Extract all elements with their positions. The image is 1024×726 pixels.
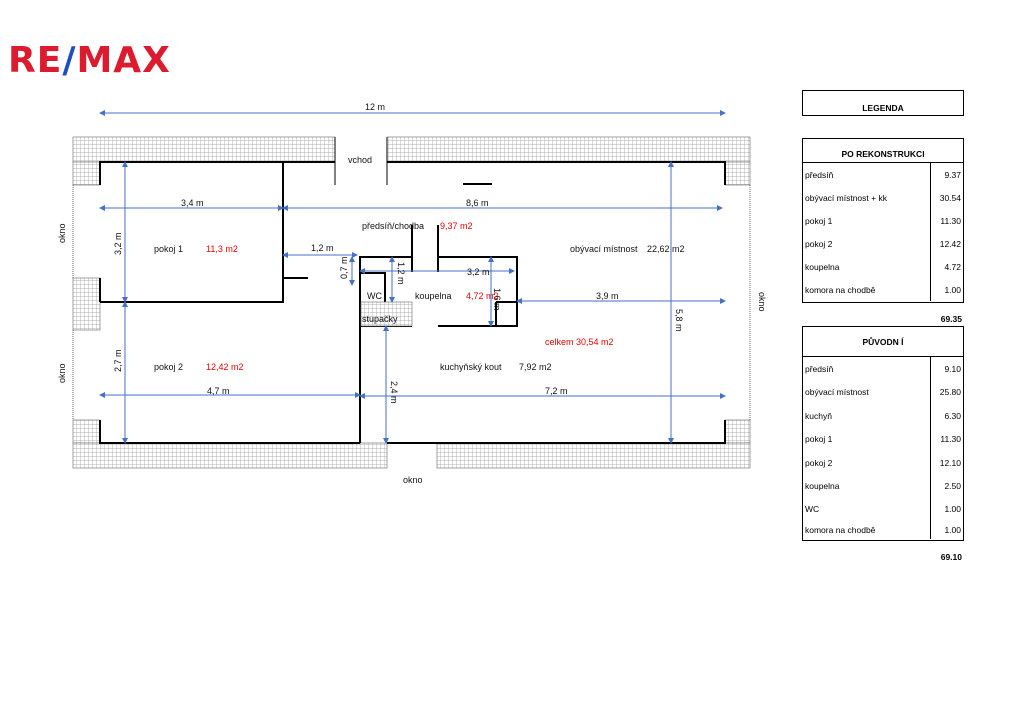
label-wc: WC xyxy=(367,291,382,301)
legend-title: LEGENDA xyxy=(802,90,964,116)
legend-row: pokoj 2 12.10 xyxy=(803,451,963,474)
label-kitchen: kuchyňský kout xyxy=(440,362,502,372)
row-value: 11.30 xyxy=(930,427,963,451)
dim-room2-depth: 2,7 m xyxy=(113,349,123,372)
legend-row: pokoj 1 11.30 xyxy=(803,209,963,232)
row-value: 9.10 xyxy=(930,357,963,380)
row-name: koupelna xyxy=(805,261,840,272)
label-room2: pokoj 2 xyxy=(154,362,183,372)
dim-kitchen-width: 7,2 m xyxy=(545,386,568,396)
dim-living-width: 8,6 m xyxy=(466,198,489,208)
row-name: předsíň xyxy=(805,363,834,374)
legend-after-total: 69.35 xyxy=(940,314,962,324)
label-living: obývací místnost xyxy=(570,244,638,254)
legend-row: pokoj 2 12.42 xyxy=(803,232,963,255)
row-value: 12.42 xyxy=(930,232,963,255)
legend-row: obývací místnost 25.80 xyxy=(803,380,963,404)
walls xyxy=(72,137,751,444)
room-labels: vchod předsíň/chodba 9,37 m2 pokoj 1 11,… xyxy=(57,155,767,485)
row-name: komora na chodbě xyxy=(805,524,876,535)
row-name: WC xyxy=(805,503,820,514)
row-name: pokoj 2 xyxy=(805,238,833,249)
row-name: pokoj 1 xyxy=(805,434,833,444)
label-window-left-bottom: okno xyxy=(57,363,67,383)
label-room2-area: 12,42 m2 xyxy=(206,362,244,372)
row-name: pokoj 2 xyxy=(805,457,833,468)
row-name: pokoj 1 xyxy=(805,215,833,226)
row-name: obývací místnost xyxy=(805,387,869,397)
legend-row: předsíň 9.37 xyxy=(803,163,963,186)
row-value: 1.00 xyxy=(930,520,963,539)
label-window-left-top: okno xyxy=(57,223,67,243)
label-window-right: okno xyxy=(757,292,767,312)
dim-room2-width: 4,7 m xyxy=(207,386,230,396)
row-value: 1.00 xyxy=(930,278,963,301)
row-name: obývací místnost + kk xyxy=(805,192,887,203)
dim-room1-width: 3,4 m xyxy=(181,198,204,208)
dim-hall-depth: 0,7 m xyxy=(339,256,349,279)
logo-text-left: RE xyxy=(8,40,63,81)
legend-row: koupelna 2.50 xyxy=(803,474,963,497)
legend-after-title: PO REKONSTRUKCI xyxy=(803,139,963,163)
label-bathroom: koupelna xyxy=(415,291,452,301)
remax-logo: RE/MAX xyxy=(8,40,171,81)
label-window-bottom: okno xyxy=(403,475,423,485)
label-entrance: vchod xyxy=(348,155,372,165)
legend-row: komora na chodbě 1.00 xyxy=(803,278,963,301)
dim-bath-width: 3,2 m xyxy=(467,267,490,277)
legend-row: obývací místnost + kk 30.54 xyxy=(803,186,963,209)
legend-after-table: PO REKONSTRUKCI předsíň 9.37 obývací míst… xyxy=(802,138,964,303)
label-risers: stupačky xyxy=(362,314,398,324)
legend-row: koupelna 4.72 xyxy=(803,255,963,278)
legend-row: předsíň 9.10 xyxy=(803,357,963,380)
dim-wc-depth: 1,2 m xyxy=(396,262,406,285)
legend-before-title: PŮVODN Í xyxy=(803,327,963,357)
dim-total-width: 12 m xyxy=(365,102,385,112)
row-name: kuchyň xyxy=(805,410,832,421)
row-value: 12.10 xyxy=(930,451,963,474)
exterior-hatch xyxy=(72,136,751,469)
row-name: předsíň xyxy=(805,169,834,180)
dim-room1-depth: 3,2 m xyxy=(113,232,123,255)
label-living-area: 22,62 m2 xyxy=(647,244,685,254)
row-value: 6.30 xyxy=(930,404,963,427)
label-kitchen-area: 7,92 m2 xyxy=(519,362,552,372)
risers-hatch xyxy=(360,301,413,327)
dimension-labels: 12 m 3,4 m 8,6 m 3,2 m 2,7 m 1,2 m 0,7 m… xyxy=(113,102,684,404)
dim-kitchen-depth: 2,4 m xyxy=(389,381,399,404)
logo-text-right: MAX xyxy=(76,40,171,81)
dim-hall-gap: 1,2 m xyxy=(311,243,334,253)
legend-row: WC 1.00 xyxy=(803,497,963,520)
dim-bath-depth: 1,6 m xyxy=(492,288,502,311)
dimension-lines xyxy=(99,110,726,444)
legend-before-total: 69.10 xyxy=(940,552,962,562)
label-hall: předsíň/chodba xyxy=(362,221,424,231)
legend-row: kuchyň 6.30 xyxy=(803,404,963,427)
row-value: 25.80 xyxy=(930,380,963,404)
row-value: 30.54 xyxy=(930,186,963,209)
row-value: 1.00 xyxy=(930,497,963,520)
row-name: komora na chodbě xyxy=(805,284,876,295)
dim-total-depth: 5,8 m xyxy=(674,309,684,332)
legend-row: komora na chodbě 1.00 xyxy=(803,520,963,539)
label-room1-area: 11,3 m2 xyxy=(206,244,238,254)
row-value: 2.50 xyxy=(930,474,963,497)
row-value: 11.30 xyxy=(930,209,963,232)
legend-before-table: PŮVODN Í předsíň 9.10 obývací místnost 25.… xyxy=(802,326,964,541)
label-room1: pokoj 1 xyxy=(154,244,183,254)
row-value: 4.72 xyxy=(930,255,963,278)
label-bathroom-area: 4,72 m2 xyxy=(466,291,499,301)
label-total-living: celkem 30,54 m2 xyxy=(545,337,614,347)
label-hall-area: 9,37 m2 xyxy=(440,221,473,231)
logo-slash: / xyxy=(62,40,77,81)
legend-row: pokoj 1 11.30 xyxy=(803,427,963,451)
row-value: 9.37 xyxy=(930,163,963,186)
row-name: koupelna xyxy=(805,480,840,491)
dim-living-right: 3,9 m xyxy=(596,291,619,301)
